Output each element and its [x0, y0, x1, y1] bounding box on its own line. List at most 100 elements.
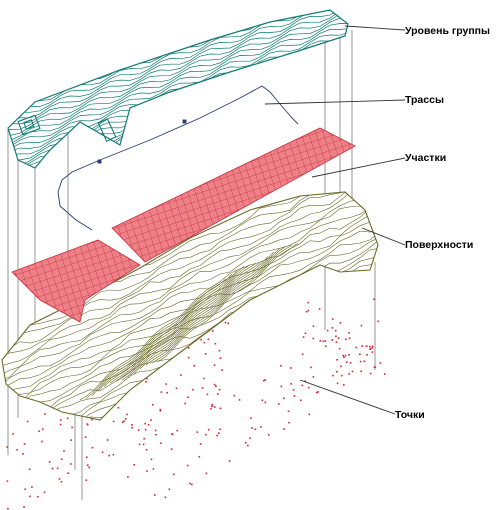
- point-mark: [203, 378, 205, 380]
- point-mark: [371, 347, 373, 349]
- point-mark: [361, 325, 363, 327]
- point-mark: [200, 339, 202, 341]
- point-mark: [255, 429, 257, 431]
- point-mark: [88, 467, 90, 469]
- point-mark: [145, 381, 147, 383]
- point-mark: [233, 395, 235, 397]
- point-mark: [125, 418, 127, 420]
- point-mark: [372, 351, 374, 353]
- point-mark: [366, 354, 368, 356]
- point-mark: [225, 322, 227, 324]
- point-mark: [323, 341, 325, 343]
- point-mark: [335, 336, 337, 338]
- point-mark: [361, 345, 363, 347]
- point-mark: [293, 389, 295, 391]
- point-mark: [313, 325, 315, 327]
- point-mark: [338, 337, 340, 339]
- point-mark: [251, 427, 253, 429]
- point-mark: [146, 470, 148, 472]
- point-mark: [171, 448, 173, 450]
- point-mark: [38, 431, 40, 433]
- point-mark: [29, 469, 31, 471]
- point-mark: [155, 434, 157, 436]
- point-mark: [7, 508, 9, 510]
- point-mark: [302, 385, 304, 387]
- point-mark: [309, 414, 311, 416]
- point-mark: [370, 348, 372, 350]
- point-mark: [313, 376, 315, 378]
- point-mark: [217, 393, 219, 395]
- point-mark: [308, 310, 310, 312]
- point-mark: [60, 419, 62, 421]
- label-alignments: Трассы: [405, 94, 444, 106]
- point-mark: [155, 430, 157, 432]
- point-mark: [215, 343, 217, 345]
- point-mark: [340, 366, 342, 368]
- point-mark: [87, 423, 89, 425]
- point-mark: [31, 486, 33, 488]
- point-mark: [332, 318, 334, 320]
- point-mark: [263, 380, 265, 382]
- label-group-level: Уровень группы: [405, 25, 490, 37]
- point-mark: [370, 373, 372, 375]
- point-mark: [343, 384, 345, 386]
- point-mark: [42, 429, 44, 431]
- point-mark: [336, 359, 338, 361]
- point-mark: [91, 419, 93, 421]
- point-mark: [313, 338, 315, 340]
- point-mark: [165, 383, 167, 385]
- point-mark: [364, 361, 366, 363]
- point-mark: [166, 392, 168, 394]
- point-mark: [176, 388, 178, 390]
- point-mark: [126, 414, 128, 416]
- point-mark: [12, 433, 14, 435]
- point-mark: [148, 424, 150, 426]
- point-mark: [139, 444, 141, 446]
- point-mark: [87, 464, 89, 466]
- point-mark: [143, 444, 145, 446]
- point-mark: [280, 365, 282, 367]
- point-mark: [212, 330, 214, 332]
- point-mark: [249, 438, 251, 440]
- point-mark: [265, 402, 267, 404]
- point-mark: [208, 339, 210, 341]
- point-mark: [204, 342, 206, 344]
- point-mark: [180, 374, 182, 376]
- point-mark: [345, 355, 347, 357]
- point-mark: [49, 461, 51, 463]
- point-mark: [67, 472, 69, 474]
- point-mark: [373, 299, 375, 301]
- point-mark: [16, 449, 18, 451]
- point-mark: [144, 423, 146, 425]
- point-mark: [239, 399, 241, 401]
- point-mark: [86, 479, 88, 481]
- point-mark: [60, 424, 62, 426]
- point-mark: [221, 369, 223, 371]
- point-mark: [374, 366, 376, 368]
- point-mark: [219, 350, 221, 352]
- point-mark: [206, 473, 208, 475]
- point-mark: [336, 371, 338, 373]
- point-mark: [85, 436, 87, 438]
- point-mark: [187, 397, 189, 399]
- point-mark: [143, 438, 145, 440]
- point-mark: [339, 348, 341, 350]
- point-mark: [102, 452, 104, 454]
- point-mark: [61, 458, 63, 460]
- point-mark: [150, 419, 152, 421]
- point-mark: [342, 355, 344, 357]
- point-mark: [52, 468, 54, 470]
- point-mark: [202, 387, 204, 389]
- point-mark: [146, 449, 148, 451]
- point-mark: [71, 427, 73, 429]
- point-mark: [191, 484, 193, 486]
- point-mark: [24, 443, 26, 445]
- point-mark: [118, 407, 120, 409]
- point-mark: [216, 435, 218, 437]
- point-mark: [348, 373, 350, 375]
- point-mark: [340, 322, 342, 324]
- point-mark: [199, 456, 201, 458]
- point-mark: [359, 353, 361, 355]
- point-mark: [349, 338, 351, 340]
- point-mark: [355, 347, 357, 349]
